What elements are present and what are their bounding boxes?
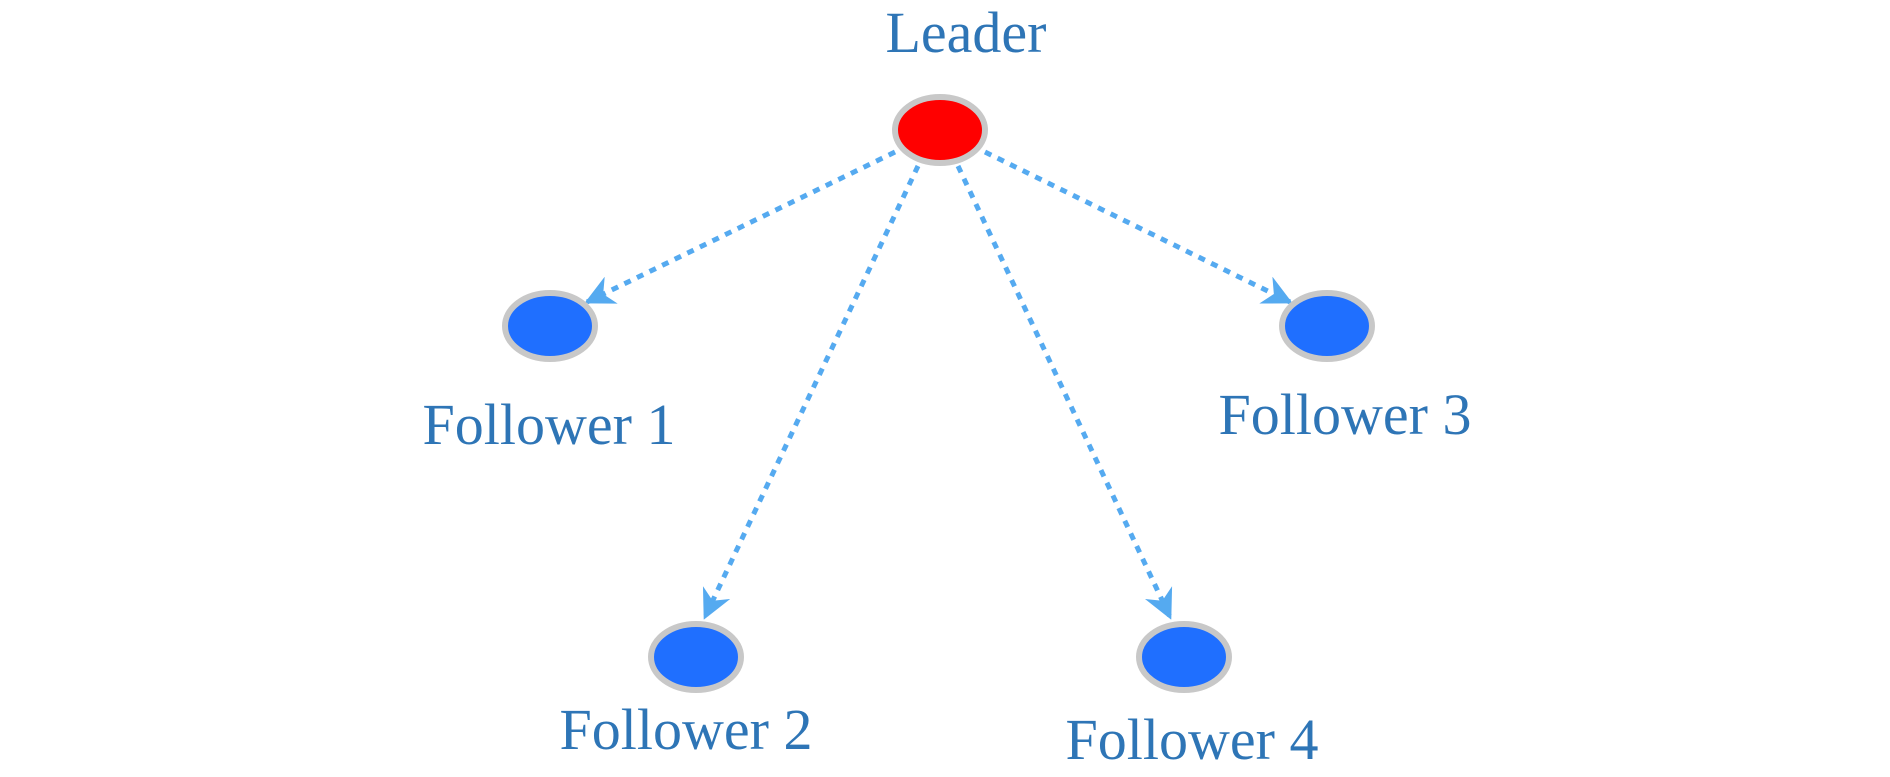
edge-leader-to-follower-2 [702, 164, 921, 620]
edge-leader-to-follower-3 [983, 149, 1293, 305]
edge-leader-to-follower-1 [584, 149, 897, 305]
leader-node[interactable] [892, 94, 988, 166]
leader-label: Leader [886, 0, 1047, 65]
follower-3-label: Follower 3 [1219, 382, 1472, 447]
follower-3-node[interactable] [1279, 290, 1375, 362]
follower-4-label: Follower 4 [1066, 707, 1319, 772]
follower-2-label: Follower 2 [560, 697, 813, 762]
follower-4-node[interactable] [1136, 621, 1232, 693]
edge-leader-to-follower-4 [955, 164, 1173, 620]
follower-1-label: Follower 1 [423, 392, 676, 457]
follower-2-node[interactable] [648, 621, 744, 693]
follower-1-node[interactable] [502, 290, 598, 362]
